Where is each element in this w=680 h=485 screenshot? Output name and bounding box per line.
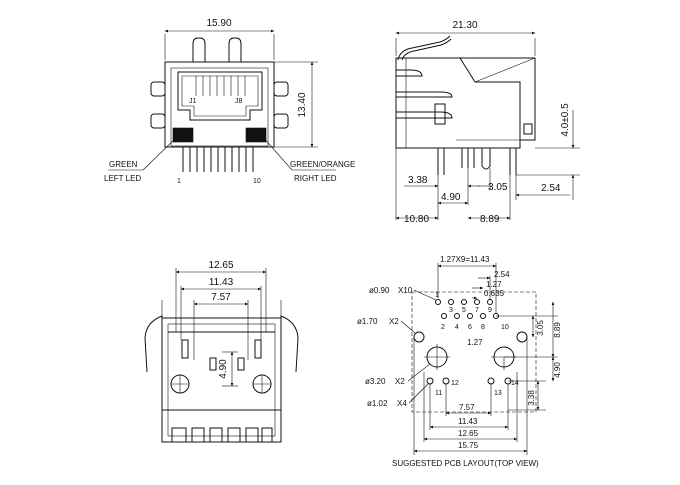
pcb-x10: X10	[398, 286, 413, 295]
pcb-x2a: X2	[389, 317, 399, 326]
pcb-pin-9: 9	[488, 307, 492, 314]
pcb-d1575: 15.75	[458, 441, 479, 450]
side-d889: 8.89	[480, 214, 500, 225]
pcb-pin-13: 13	[494, 390, 502, 397]
side-pin-height-dim: 4.0±0.5	[560, 103, 571, 137]
right-led-name: RIGHT LED	[294, 174, 337, 183]
pcb-pin-14: 14	[511, 380, 519, 387]
front-height-dim: 13.40	[297, 92, 308, 117]
pcb-d338: 3.38	[527, 390, 536, 406]
pcb-pin-6: 6	[468, 324, 472, 331]
pcb-pin-2: 2	[441, 324, 445, 331]
pcb-d0635: 0.635	[484, 289, 505, 298]
pcb-pin-11: 11	[435, 390, 442, 397]
pcb-d889: 8.89	[553, 322, 562, 338]
pcb-hole-320: ø3.20	[365, 377, 386, 386]
pcb-hole-170: ø1.70	[357, 317, 378, 326]
pin-j8-label: J8	[235, 98, 243, 105]
side-d490: 4.90	[441, 192, 461, 203]
pcb-d127b: 1.27	[467, 338, 483, 347]
side-d254: 2.54	[541, 183, 561, 194]
right-led-color: GREEN/ORANGE	[290, 160, 355, 169]
pcb-pin-10: 10	[501, 324, 509, 331]
bottom-w1265: 12.65	[208, 260, 233, 271]
pcb-x2b: X2	[395, 377, 405, 386]
pcb-d490: 4.90	[553, 362, 562, 378]
pcb-d757: 7.57	[459, 403, 475, 412]
pcb-pin-1: 1	[435, 292, 439, 299]
pcb-pin-12: 12	[451, 380, 459, 387]
side-d338: 3.38	[408, 175, 428, 186]
pcb-caption: SUGGESTED PCB LAYOUT(TOP VIEW)	[392, 459, 539, 468]
front-width-dim: 15.90	[206, 18, 231, 29]
bottom-view: 12.65 11.43 7.57 4.90	[144, 260, 299, 443]
pcb-pin-3: 3	[449, 307, 453, 314]
pcb-layout: 1 2 3 4 5 6 7 8 9 10 11 12 13 14 1.27X9=…	[357, 255, 562, 468]
left-led-name: LEFT LED	[104, 174, 141, 183]
pcb-pin-7: 7	[475, 307, 479, 314]
side-d305: 3.05	[488, 182, 508, 193]
side-d1080: 10.80	[404, 214, 429, 225]
side-length-dim: 21.30	[452, 20, 477, 31]
pcb-pitch-label: 1.27X9=11.43	[440, 255, 490, 264]
pcb-d1265: 12.65	[458, 429, 479, 438]
pcb-d127: 1.27	[486, 280, 502, 289]
pcb-pin-5: 5	[462, 307, 466, 314]
bottom-w1143: 11.43	[209, 277, 234, 288]
side-view: 21.30 4.0±0.5 3.38 3.05 4.90 2.54 10.80 …	[395, 20, 580, 225]
pcb-pin-8: 8	[481, 324, 485, 331]
pin-10-label: 10	[253, 178, 261, 185]
bottom-w757: 7.57	[211, 292, 231, 303]
pcb-d305: 3.05	[536, 320, 545, 336]
pcb-d1143: 11.43	[458, 417, 478, 426]
pcb-d254: 2.54	[494, 270, 510, 279]
left-led-color: GREEN	[109, 160, 138, 169]
pcb-pin-4: 4	[455, 324, 459, 331]
pcb-x4: X4	[397, 399, 407, 408]
bottom-h490: 4.90	[218, 359, 229, 379]
pin-1-label: 1	[177, 178, 181, 185]
pin-j1-label: J1	[189, 98, 197, 105]
pcb-hole-102: ø1.02	[367, 399, 388, 408]
front-view: 15.90 13.40 J1 J8 1 10 GREEN LEFT LED GR…	[104, 18, 355, 185]
pcb-hole-090: ø0.90	[369, 286, 390, 295]
